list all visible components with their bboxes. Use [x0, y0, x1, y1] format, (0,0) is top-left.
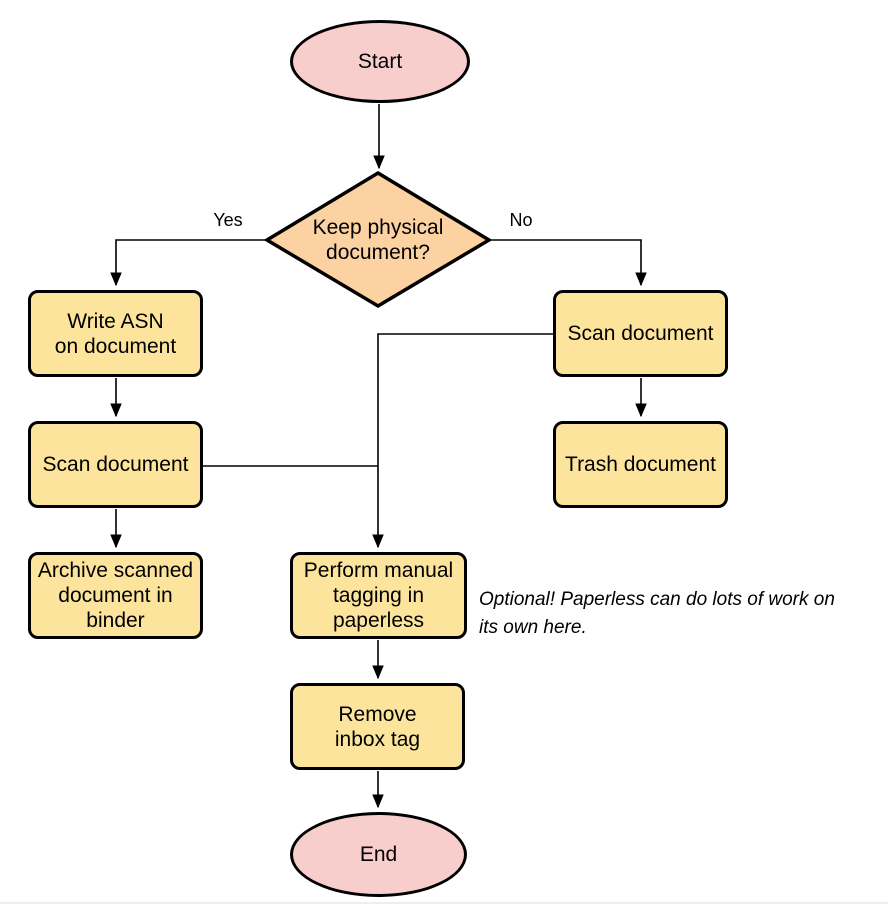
- process-scan-document-right-node: Scan document: [553, 290, 728, 377]
- perform-label: Perform manual tagging in paperless: [303, 559, 454, 632]
- start-terminal-node: Start: [290, 20, 470, 103]
- edge-decision-no-to-scan-right: [490, 239, 641, 285]
- end-label: End: [359, 843, 398, 866]
- trash-label: Trash document: [565, 453, 716, 476]
- process-perform-tagging-node: Perform manual tagging in paperless: [290, 552, 467, 639]
- remove-label: Remove inbox tag: [334, 702, 421, 751]
- process-write-asn-node: Write ASN on document: [28, 290, 203, 377]
- edge-decision-yes-to-write-asn: [116, 239, 266, 285]
- process-archive-node: Archive scanned document in binder: [28, 552, 203, 639]
- archive-label: Archive scanned document in binder: [37, 559, 194, 632]
- edge-label-no: No: [509, 210, 533, 230]
- process-trash-node: Trash document: [553, 421, 728, 508]
- optional-note: Optional! Paperless can do lots of work …: [479, 589, 835, 638]
- edge-label-yes: Yes: [213, 210, 243, 230]
- start-label: Start: [357, 50, 403, 73]
- edge-scan-right-to-perform: [378, 333, 553, 547]
- process-remove-inbox-tag-node: Remove inbox tag: [290, 683, 465, 770]
- decision-label-text: Keep physical document?: [312, 216, 444, 264]
- end-terminal-node: End: [290, 812, 467, 897]
- write-asn-label: Write ASN on document: [54, 309, 177, 358]
- bottom-edge-divider: [0, 902, 888, 904]
- decision-diamond-shape: [263, 170, 493, 309]
- decision-node-label: Keep physical document?: [288, 203, 468, 277]
- process-scan-document-left-node: Scan document: [28, 421, 203, 508]
- scan-right-label: Scan document: [567, 322, 714, 345]
- scan-left-label: Scan document: [42, 453, 189, 476]
